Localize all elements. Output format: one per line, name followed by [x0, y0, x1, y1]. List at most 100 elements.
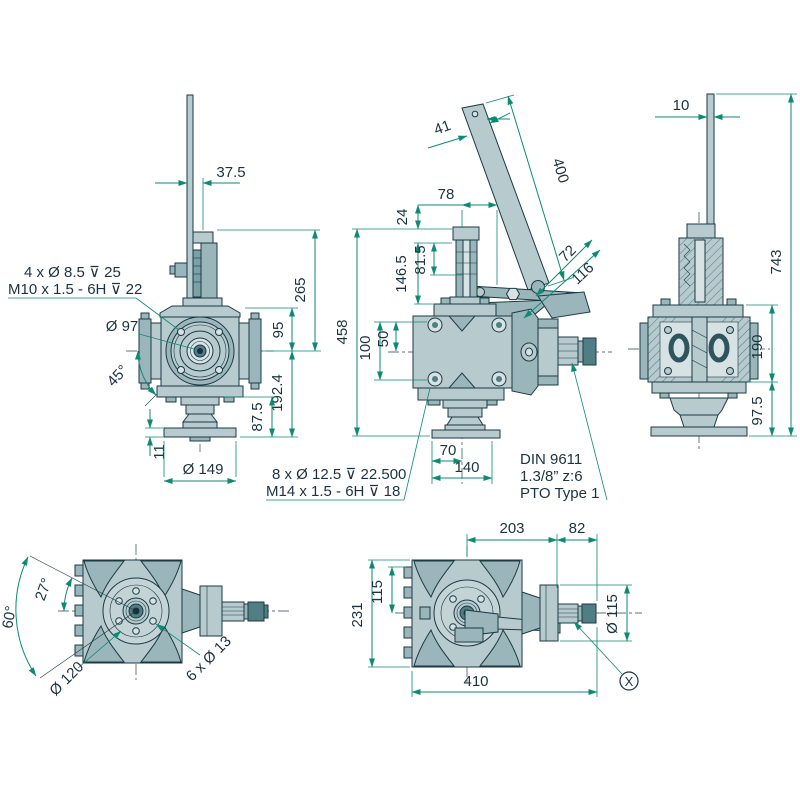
pto-note-line3: PTO Type 1 — [520, 485, 600, 502]
shift-rod — [706, 93, 715, 235]
dim-text: 81.5 — [412, 245, 429, 274]
shaft-flange — [199, 585, 223, 637]
note-side-tapping: 8 x Ø 12.5 ⊽ 22.500 M14 x 1.5 - 6H ⊽ 18 — [266, 387, 431, 501]
corner-rib — [413, 560, 456, 599]
bolt-hole — [215, 366, 223, 374]
left-flange — [138, 318, 152, 384]
hex-nut — [505, 287, 521, 301]
dim-text: 140 — [454, 459, 479, 476]
actuator-column — [200, 242, 218, 301]
base-flange — [163, 427, 237, 438]
dim-section-housing-height: 190 — [746, 304, 778, 383]
dim-front-pedestal-height: 87.5 — [224, 396, 278, 438]
corner-rib — [478, 560, 521, 599]
rod-cap — [686, 223, 716, 239]
top-view-lever: 203 82 231 115 Ø 115 410 — [349, 520, 642, 697]
rod-hub-cap — [192, 231, 214, 244]
pto-shaft-spline — [557, 603, 579, 624]
side-tab — [174, 262, 188, 278]
dim-text: 97.5 — [749, 396, 766, 425]
shift-rod — [186, 94, 194, 301]
bottom-plate — [156, 385, 244, 398]
dim-top-overall-width: 231 — [349, 559, 410, 668]
dim-text: 6 x Ø 13 — [183, 633, 235, 685]
dim-text: 78 — [438, 186, 455, 203]
lever-pivot — [531, 280, 545, 294]
pto-note-line1: DIN 9611 — [520, 451, 582, 468]
bevel-gear-right — [708, 333, 730, 363]
dim-front-rod-offset: 37.5 — [155, 164, 246, 230]
bottom-plate — [651, 381, 747, 394]
dim-text: 27° — [32, 576, 56, 603]
note-front-tapping: 4 x Ø 8.5 ⊽ 25 M10 x 1.5 - 6H ⊽ 22 — [8, 264, 180, 331]
corner-rib — [478, 628, 521, 667]
dim-text: Ø 97 — [106, 318, 139, 335]
dim-side-bolt-spacing: 100 50 — [357, 321, 427, 381]
tap-note-line1: 8 x Ø 12.5 ⊽ 22.500 — [272, 466, 406, 483]
shaft-groove — [577, 605, 583, 622]
dim-top-half-width: 115 — [369, 566, 406, 614]
key-slot — [419, 606, 431, 620]
dim-text: 45° — [104, 362, 132, 390]
bolt-hole — [215, 328, 223, 336]
dim-top-shaft-length: 82 — [556, 520, 598, 601]
top-notch — [447, 315, 477, 332]
dim-text: 146.5 — [393, 255, 410, 293]
dim-text: Ø 115 — [604, 594, 621, 634]
housing-bolts — [427, 317, 507, 387]
dim-front-pilot-diameter: Ø 97 — [106, 318, 195, 350]
dim-text: 95 — [270, 322, 287, 339]
shaft-flange — [537, 318, 559, 386]
dim-text: 87.5 — [249, 402, 266, 431]
base-spigot — [189, 436, 211, 442]
dim-top-flange-diameter: Ø 115 — [560, 584, 632, 642]
bolt-hole — [177, 366, 185, 374]
dim-section-pedestal-height: 97.5 — [749, 381, 775, 437]
shaft-groove — [243, 603, 249, 620]
dim-side-lever-width: 41 — [427, 112, 511, 149]
tap-note-line2: M14 x 1.5 - 6H ⊽ 18 — [266, 483, 400, 500]
dim-text: 190 — [749, 334, 766, 359]
dim-front-base-diameter: Ø 149 — [163, 441, 237, 484]
pto-note-line2: 1.3/8” z:6 — [520, 468, 583, 485]
dim-text: 11 — [151, 444, 168, 460]
shaft-groove — [577, 340, 584, 363]
dim-text: Ø 120 — [46, 658, 87, 699]
dim-front-upper-height: 95 — [245, 307, 298, 352]
dim-text: 41 — [432, 117, 453, 139]
base-flange — [431, 429, 501, 439]
bell-crank — [537, 291, 591, 319]
hub-boss — [454, 627, 484, 643]
angle-ray-upper — [29, 555, 137, 612]
dim-text: 458 — [334, 319, 351, 344]
note-side-pto: DIN 9611 1.3/8” z:6 PTO Type 1 — [520, 362, 608, 502]
top-view-compact: 60° 27° Ø 120 6 x Ø 13 — [0, 544, 290, 699]
detail-circle — [619, 671, 639, 691]
dim-side-overall-height: 458 — [334, 228, 452, 437]
dim-top-housing-length: 203 — [466, 520, 558, 588]
right-flange — [248, 318, 262, 384]
actuator-plates — [192, 249, 202, 298]
base-flange — [650, 426, 748, 437]
rod-cap — [452, 226, 480, 241]
detail-letter: X — [625, 674, 634, 689]
dim-text: 410 — [463, 673, 488, 690]
dim-side-pivot-offset: 78 — [418, 186, 498, 285]
rod-flange — [449, 296, 484, 305]
dim-side-base: 70 140 — [431, 441, 493, 484]
shaft-neck — [521, 591, 541, 635]
shaft-neck — [181, 588, 201, 634]
side-view: 41 400 72 116 78 24 — [266, 94, 612, 502]
tap-note-line2: M10 x 1.5 - 6H ⊽ 22 — [8, 281, 142, 298]
bolt-holes — [115, 587, 157, 635]
dim-text: 72 — [556, 242, 580, 266]
dim-text: 116 — [568, 259, 597, 288]
shaft-flange — [539, 584, 559, 642]
housing-bolts — [664, 326, 734, 375]
dim-text: 100 — [357, 335, 374, 360]
dim-text: 37.5 — [216, 164, 245, 181]
section-view: 10 743 190 97.5 — [628, 93, 797, 452]
bolt-hole — [177, 328, 185, 336]
dim-text: 50 — [375, 331, 392, 348]
